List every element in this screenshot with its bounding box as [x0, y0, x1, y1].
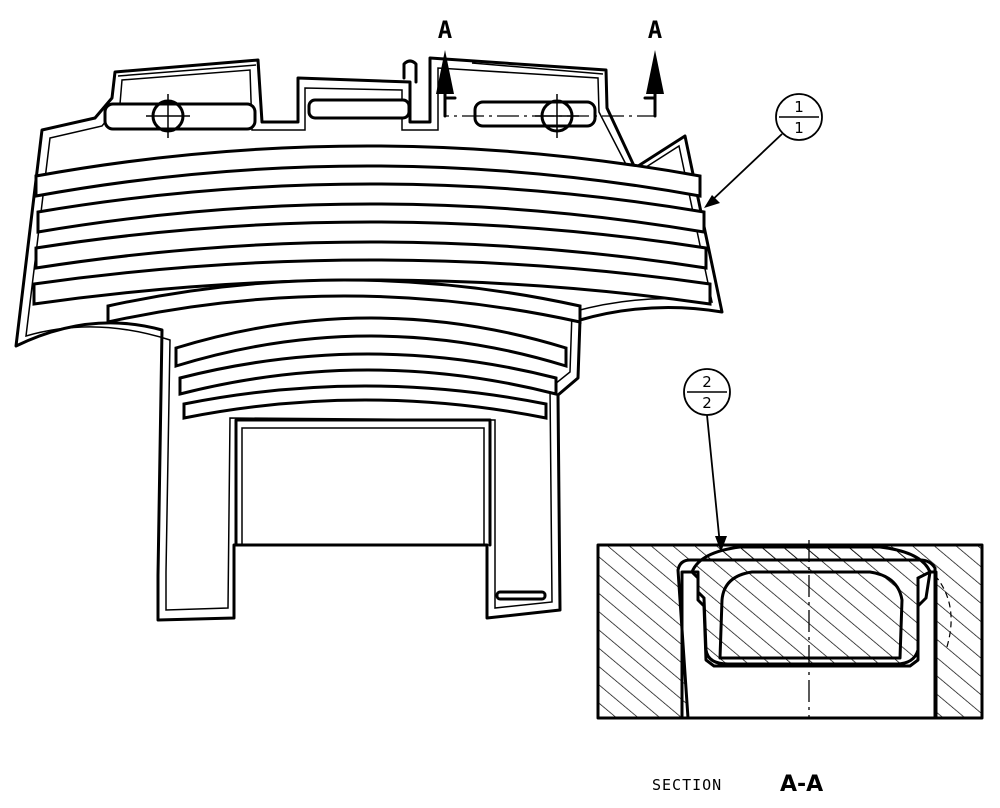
section-marker-left: A — [438, 16, 453, 44]
section-arrow-right — [646, 50, 664, 118]
rib-slot-6 — [174, 316, 568, 369]
rib-group — [32, 144, 712, 420]
rib-slot-3 — [34, 220, 708, 270]
panel-outline — [14, 56, 724, 622]
rib-slot-7 — [178, 352, 558, 396]
callout-1-bottom: 1 — [794, 119, 804, 137]
lower-opening-inner — [241, 427, 485, 545]
rib-slot-4 — [32, 258, 712, 306]
callout-2-bottom: 2 — [702, 394, 712, 412]
lower-opening — [234, 418, 492, 547]
callout-2-top: 2 — [702, 373, 712, 391]
rib-slot-1 — [34, 144, 702, 198]
top-slot-center — [307, 98, 411, 120]
callout-1-top: 1 — [794, 98, 804, 116]
tab-strip-right — [471, 62, 604, 75]
main-panel-view — [14, 56, 724, 622]
mounting-hole-left — [146, 94, 190, 138]
callout-1-arrowhead — [704, 195, 720, 208]
clip-component — [690, 545, 932, 666]
section-caption-name: A-A — [780, 772, 823, 797]
callout-1: 1 1 — [704, 93, 823, 208]
section-view — [596, 540, 984, 720]
tab-strip-left — [117, 64, 257, 77]
section-caption-prefix: SECTION — [652, 776, 722, 794]
section-frame — [596, 543, 984, 720]
section-marker-right: A — [648, 16, 663, 44]
callout-2: 2 2 — [683, 368, 731, 552]
rib-slot-5 — [106, 278, 582, 324]
phantom-arc — [927, 567, 952, 651]
clip-opening — [718, 570, 904, 660]
top-slot-right — [473, 100, 597, 128]
section-arrow-left — [436, 50, 454, 118]
hook-detail — [402, 59, 418, 84]
rib-slot-8 — [182, 384, 548, 420]
rib-slot-2 — [36, 182, 706, 234]
bottom-small-slot — [495, 590, 547, 601]
